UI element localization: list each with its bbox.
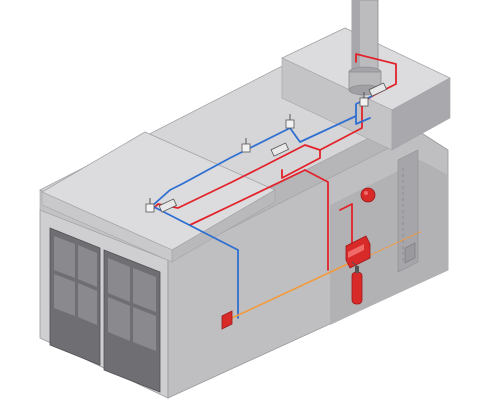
side-device [404, 242, 416, 264]
door-right-pane-3 [108, 297, 130, 341]
door-left-pane-4 [78, 283, 97, 325]
nozzle-icon [359, 82, 388, 107]
blue-pipe-roof [151, 95, 373, 207]
double-doors [49, 227, 161, 393]
chimney-shade [352, 0, 360, 72]
gas-cylinder-icon [351, 271, 363, 305]
red-pipe-down [304, 169, 329, 271]
junction-box-icon [404, 242, 416, 264]
front-box-side [171, 189, 276, 263]
blue-pipe-down-right [355, 115, 371, 125]
manual-call-point [221, 310, 233, 330]
fire-bell-icon [360, 187, 376, 203]
red-pipe-chimney-loop [355, 53, 397, 95]
orange-line-right [363, 231, 421, 259]
control-panel [345, 235, 371, 269]
blue-pipe-down-left [151, 205, 239, 319]
nozzle-icon [285, 114, 295, 129]
nozzle-icon [241, 138, 290, 157]
door-left-pane-1 [54, 236, 75, 278]
extinguisher-cylinder [351, 261, 363, 305]
door-right-pane-2 [133, 268, 156, 312]
chimney [348, 0, 382, 96]
red-pipe-branch-a [281, 149, 321, 179]
nozzle-icon [145, 198, 178, 213]
nozzles [145, 82, 388, 213]
booth-body [39, 27, 451, 399]
door-right-pane-1 [108, 258, 130, 302]
door-left-pane-2 [78, 245, 97, 287]
red-pipe-panel [339, 203, 353, 246]
door-left-pane-3 [54, 274, 75, 316]
red-pipe-horizontal [189, 169, 306, 226]
orange-line [231, 261, 353, 319]
call-point-icon [221, 310, 233, 330]
door-right-pane-4 [133, 307, 156, 351]
plenum-side [391, 77, 451, 151]
alarm-bell [360, 187, 376, 203]
